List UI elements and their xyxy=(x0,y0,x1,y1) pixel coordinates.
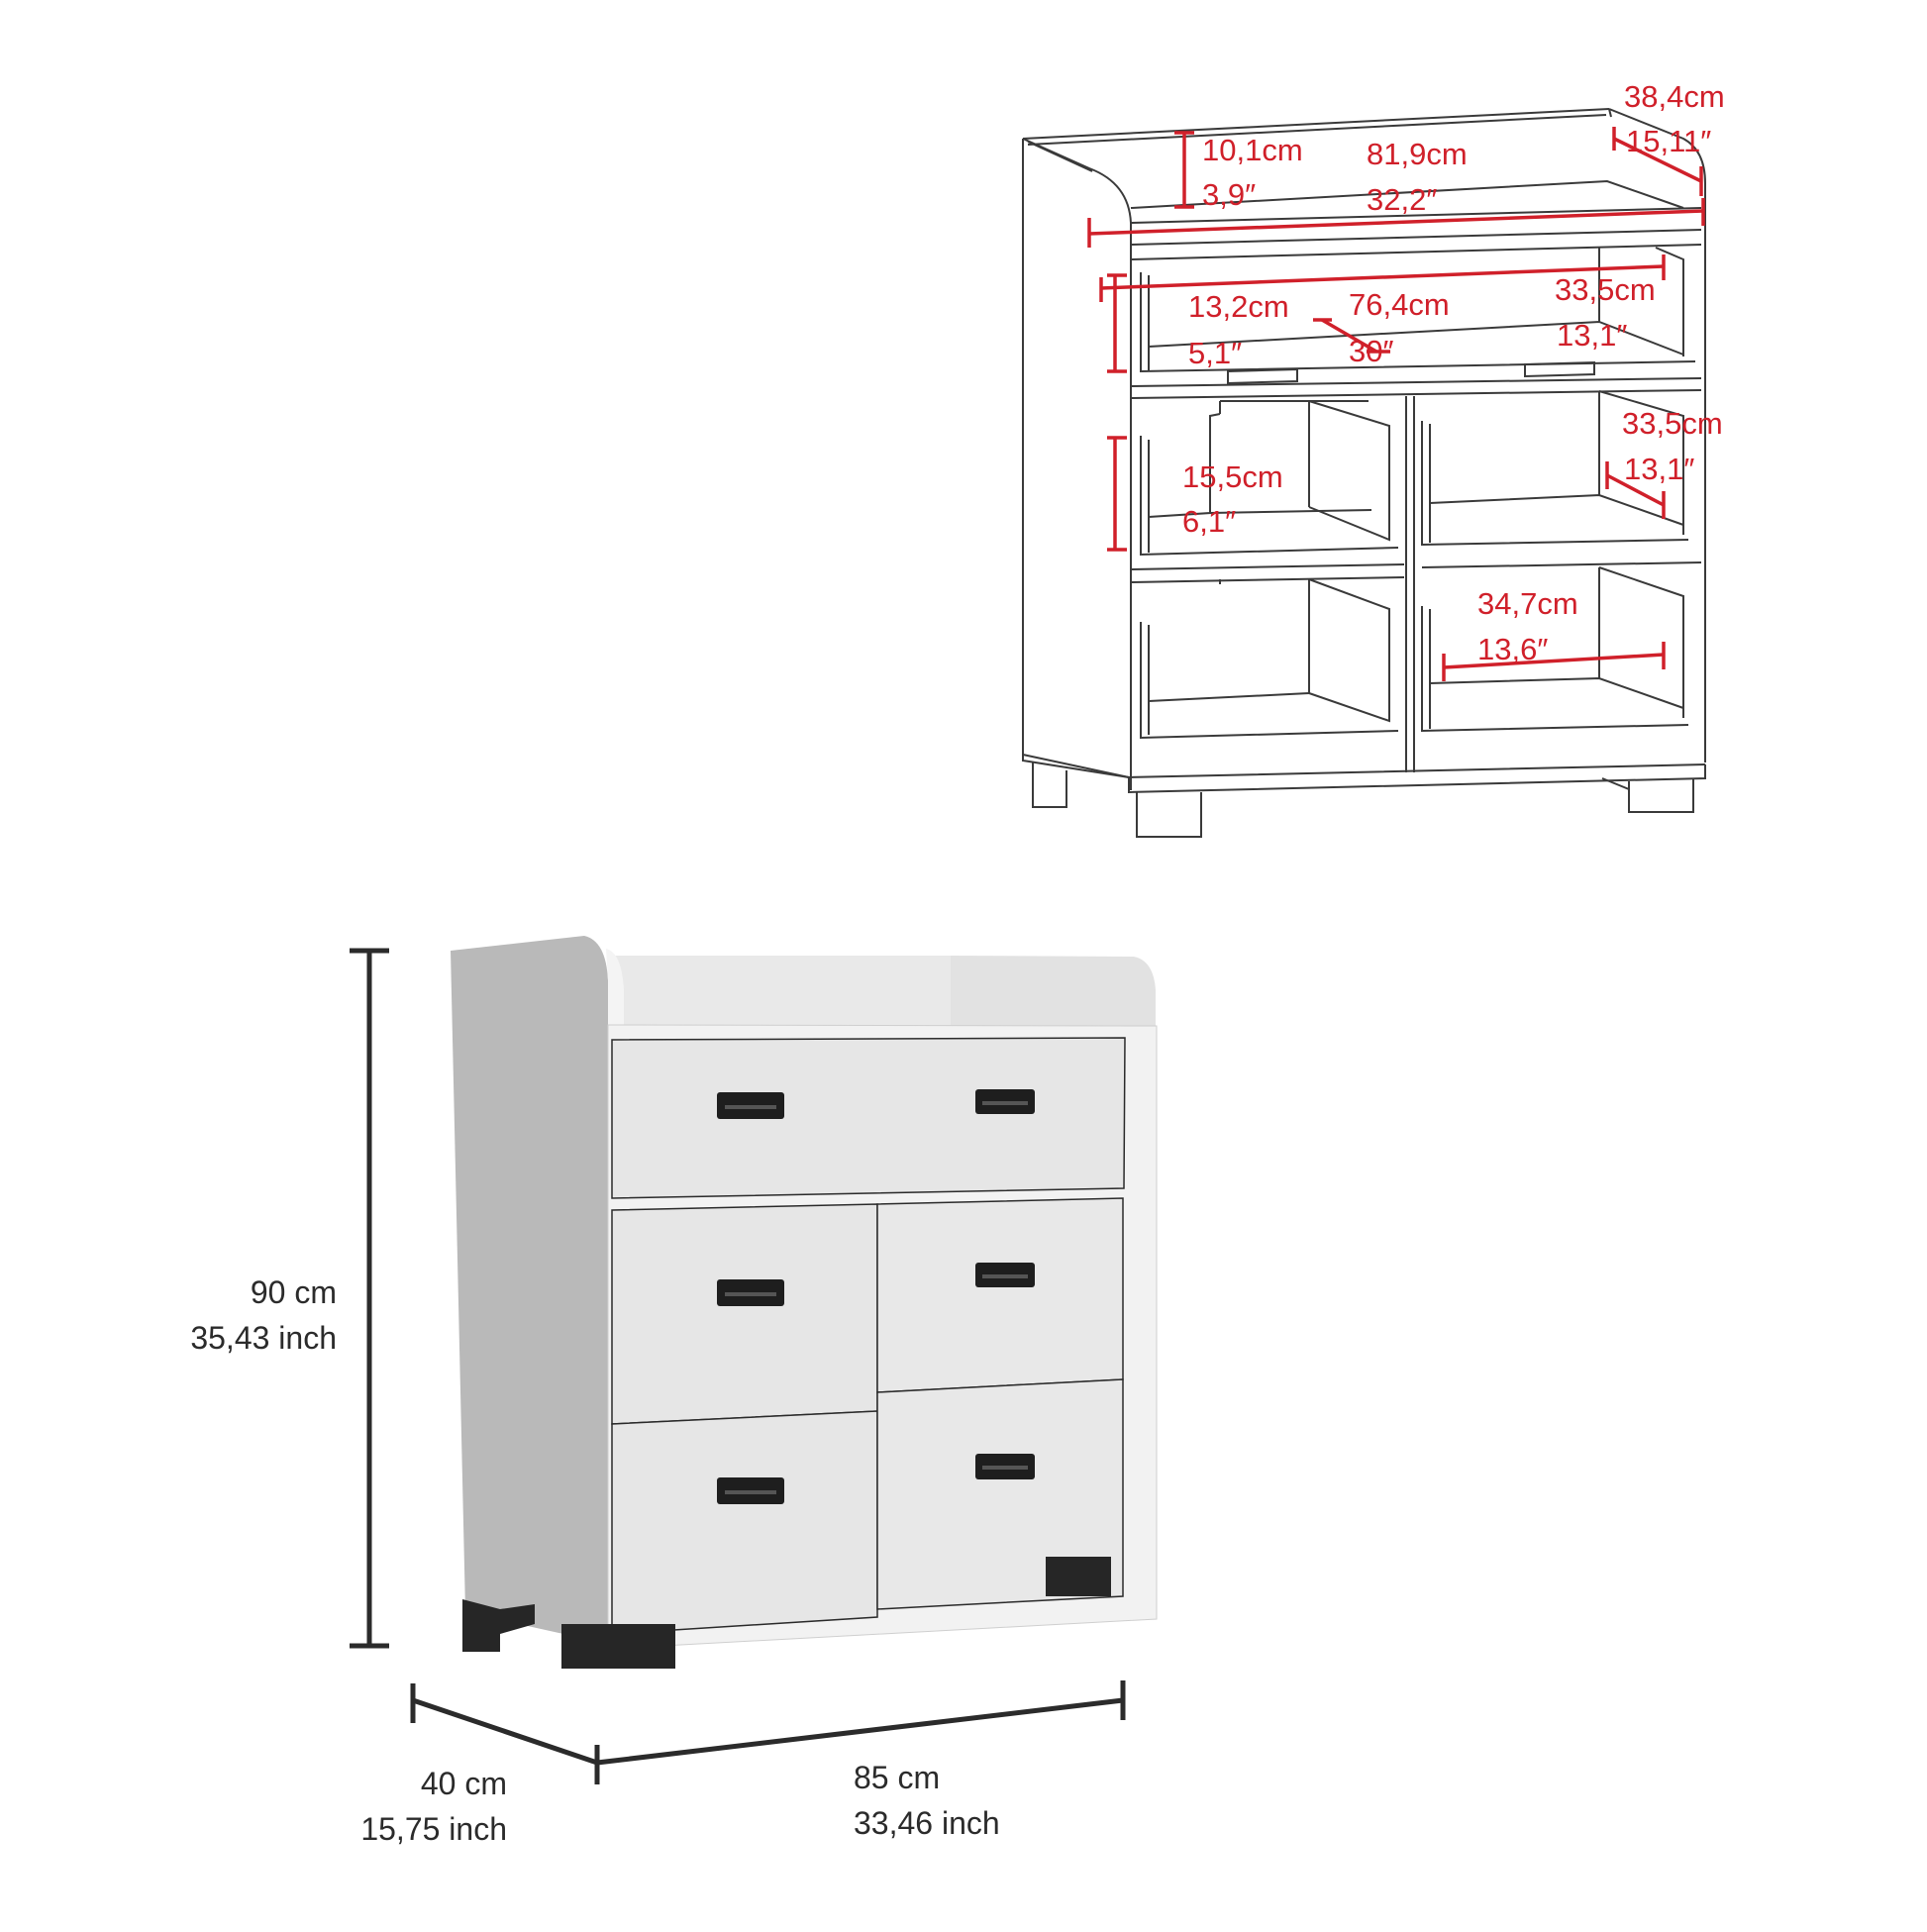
top-drawer-height-cm: 13,2cm xyxy=(1188,289,1289,324)
backrail-height-cm: 10,1cm xyxy=(1202,133,1303,167)
small-drawer-depth-cm: 33,5cm xyxy=(1622,406,1723,441)
line-drawing xyxy=(1022,108,1706,838)
legs xyxy=(462,1557,1111,1669)
depth-cm: 40 cm xyxy=(421,1766,507,1801)
height-cm: 90 cm xyxy=(251,1274,337,1310)
small-drawer-width-cm: 34,7cm xyxy=(1477,586,1578,621)
drawer-middle-right xyxy=(876,1197,1124,1393)
width-in: 33,46 inch xyxy=(854,1805,1000,1841)
top-drawer-height-in: 5,1″ xyxy=(1188,336,1242,370)
top-width-cm: 81,9cm xyxy=(1367,137,1468,171)
depth-in: 15,75 inch xyxy=(360,1811,507,1847)
small-drawer-height-cm: 15,5cm xyxy=(1182,459,1283,494)
drawer-middle-left xyxy=(611,1203,878,1425)
overall-dimension-lines xyxy=(350,948,1126,1784)
drawer-top xyxy=(611,1037,1126,1199)
top-drawer-width-cm: 76,4cm xyxy=(1349,287,1450,322)
small-drawer-height-in: 6,1″ xyxy=(1182,504,1236,539)
top-depth-cm: 38,4cm xyxy=(1624,79,1725,114)
top-width-in: 32,2″ xyxy=(1367,182,1437,217)
small-drawer-width-in: 13,6″ xyxy=(1477,632,1548,666)
drawer-bottom-right xyxy=(876,1378,1124,1610)
top-depth-in: 15,11″ xyxy=(1626,124,1711,158)
top-drawer-depth-cm: 33,5cm xyxy=(1555,272,1656,307)
width-cm: 85 cm xyxy=(854,1760,940,1795)
overall-dimension-labels: 90 cm 35,43 inch 40 cm 15,75 inch 85 cm … xyxy=(190,1274,999,1847)
drawer-bottom-left xyxy=(611,1410,878,1635)
interior-dimension-lines xyxy=(1087,127,1705,681)
height-in: 35,43 inch xyxy=(190,1320,337,1356)
backrail-height-in: 3,9″ xyxy=(1202,177,1256,212)
small-drawer-depth-in: 13,1″ xyxy=(1624,452,1694,486)
interior-dimension-labels: 10,1cm 3,9″ 81,9cm 32,2″ 38,4cm 15,11″ 1… xyxy=(1182,79,1725,666)
product-render xyxy=(451,936,1158,1669)
top-drawer-depth-in: 13,1″ xyxy=(1557,318,1627,353)
top-drawer-width-in: 30″ xyxy=(1349,334,1393,368)
side-panel xyxy=(451,936,608,1644)
